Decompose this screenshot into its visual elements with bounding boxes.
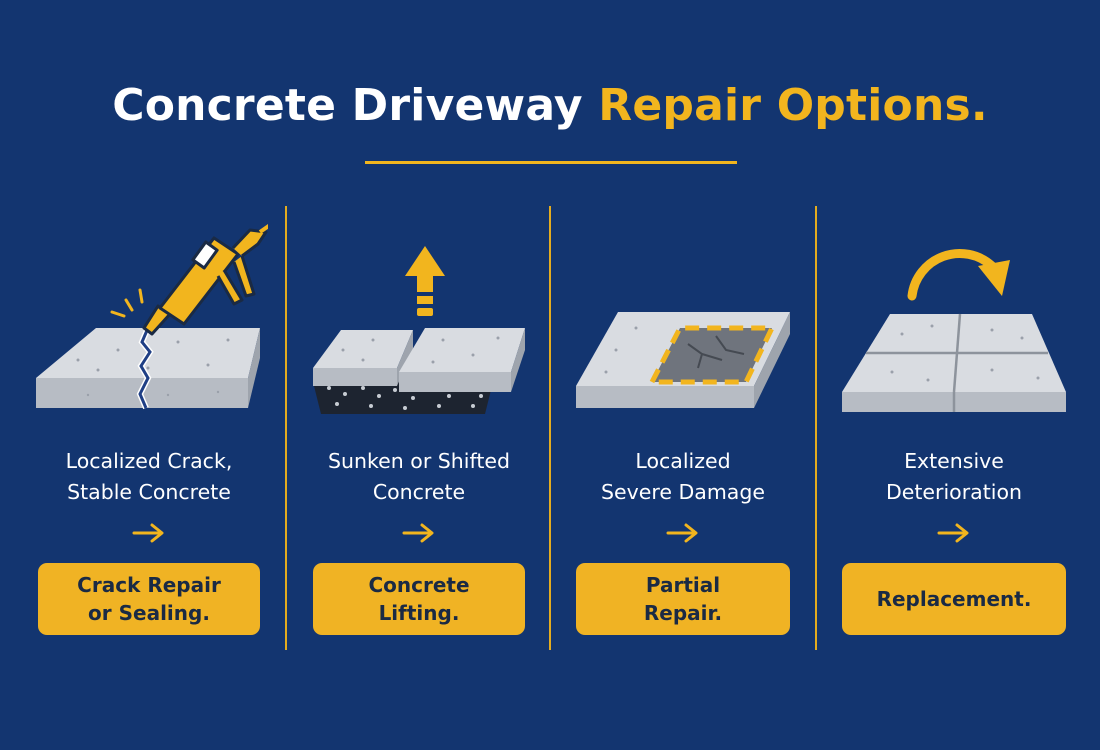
- repair-option-badge: Concrete Lifting.: [313, 563, 525, 635]
- repair-option-badge: Crack Repair or Sealing.: [38, 563, 260, 635]
- title-main: Concrete Driveway: [112, 80, 583, 131]
- arrow-right-icon: [937, 523, 969, 543]
- repair-column-crack: Localized Crack, Stable Concrete Crack R…: [36, 200, 268, 650]
- arrow-right-icon: [402, 523, 434, 543]
- repair-option-badge: Partial Repair.: [576, 563, 790, 635]
- column-divider-3: [815, 206, 817, 650]
- arrow-right-icon: [666, 523, 698, 543]
- condition-label: Sunken or Shifted Concrete: [328, 449, 510, 504]
- caulk-gun-icon: [36, 223, 268, 410]
- column-divider-1: [285, 206, 287, 650]
- replace-cycle-icon: [842, 249, 1066, 412]
- page-title: Concrete Driveway Repair Options.: [0, 80, 1100, 131]
- damaged-section-icon: [576, 312, 790, 408]
- repair-column-replacement: Extensive Deterioration Replacement.: [842, 200, 1066, 650]
- repair-column-lifting: Sunken or Shifted Concrete Concrete Lift…: [313, 200, 525, 650]
- condition-label: Localized Severe Damage: [601, 449, 765, 504]
- column-divider-2: [549, 206, 551, 650]
- lift-arrow-icon: [313, 246, 525, 414]
- arrow-right-icon: [132, 523, 164, 543]
- title-underline: [365, 161, 737, 164]
- repair-column-partial: Localized Severe Damage Partial Repair.: [576, 200, 790, 650]
- condition-label: Extensive Deterioration: [886, 449, 1022, 504]
- title-accent: Repair Options.: [598, 80, 988, 131]
- condition-label: Localized Crack, Stable Concrete: [65, 449, 233, 504]
- repair-option-badge: Replacement.: [842, 563, 1066, 635]
